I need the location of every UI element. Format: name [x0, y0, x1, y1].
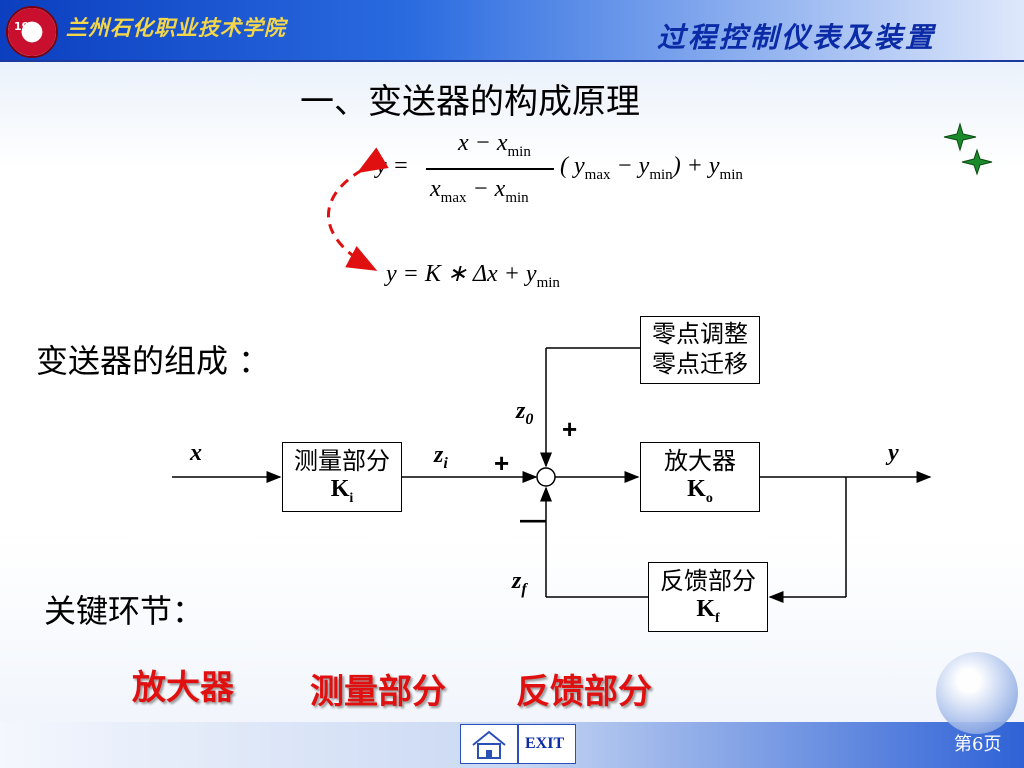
feedback-block-name: 反馈部分 [660, 567, 756, 595]
globe-icon [936, 652, 1018, 734]
summing-junction [536, 467, 556, 487]
fraction-line [426, 168, 554, 170]
formula1-right: ( ymax − ymin) + ymin [560, 153, 743, 183]
feedback-block: 反馈部分 Kf [648, 562, 768, 632]
amplifier-block: 放大器 Ko [640, 442, 760, 512]
zero-adjust-line2: 零点迁移 [652, 350, 748, 378]
signal-y: y [888, 440, 899, 466]
key-label: 关键环节： [44, 592, 205, 630]
zero-adjust-block: 零点调整 零点迁移 [640, 316, 760, 384]
slide-title: 一、变送器的构成原理 [300, 82, 640, 122]
signal-zi: zi [434, 442, 448, 472]
key-item-amplifier: 放大器 [132, 668, 234, 708]
measure-block-name: 测量部分 [294, 447, 390, 475]
logo-text: 195 [14, 20, 37, 33]
exit-label: EXIT [525, 735, 565, 752]
formula1-denominator: xmax − xmin [430, 176, 529, 206]
header-bar [0, 0, 1024, 62]
formula2: y = K ∗ Δx + ymin [386, 261, 560, 291]
star-icon [961, 148, 993, 176]
page-number: 第6页 [954, 734, 1002, 755]
school-logo [6, 6, 58, 58]
amplifier-block-gain: Ko [687, 476, 713, 506]
formula1-numerator: x − xmin [458, 130, 531, 160]
plus-sign-top: + [562, 414, 578, 444]
minus-sign: — [520, 504, 546, 534]
star-icon [943, 122, 977, 152]
signal-x: x [190, 440, 202, 466]
key-item-measure: 测量部分 [310, 672, 446, 712]
key-item-feedback: 反馈部分 [516, 672, 652, 712]
plus-sign-left: + [494, 448, 510, 478]
composition-label: 变送器的组成 ： [36, 342, 271, 380]
measure-block: 测量部分 Ki [282, 442, 402, 512]
signal-zf: zf [512, 568, 527, 598]
signal-z0: z0 [516, 398, 534, 428]
feedback-block-gain: Kf [696, 596, 720, 626]
zero-adjust-line1: 零点调整 [652, 320, 748, 348]
amplifier-block-name: 放大器 [664, 447, 736, 475]
course-title: 过程控制仪表及装置 [656, 21, 936, 54]
home-icon [472, 730, 506, 759]
home-button[interactable] [460, 724, 518, 764]
school-name: 兰州石化职业技术学院 [66, 15, 286, 40]
measure-block-gain: Ki [330, 476, 354, 506]
formula1-left: y = [376, 153, 409, 179]
derivation-arrow [326, 147, 389, 271]
exit-button[interactable]: EXIT [518, 724, 576, 764]
